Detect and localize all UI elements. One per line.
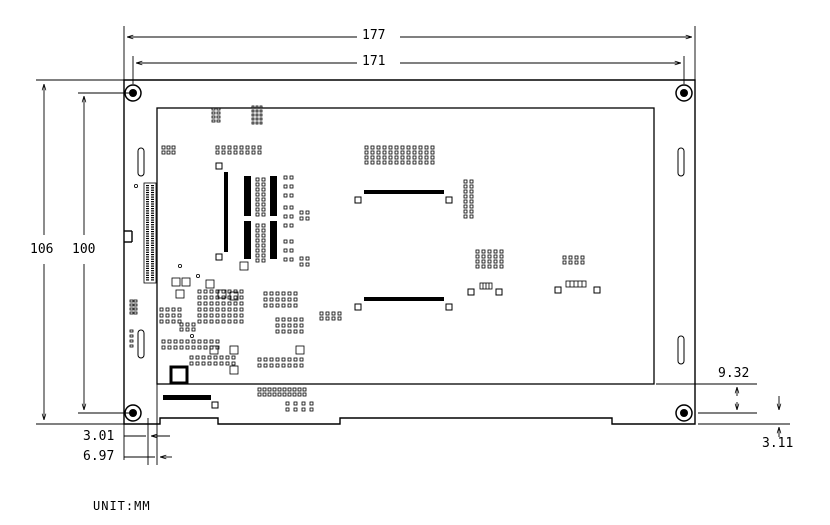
side-slots — [137, 147, 685, 365]
dimension-6-97: 6.97 — [83, 449, 115, 464]
dimension-9-32: 9.32 — [718, 366, 750, 381]
pcb-outline — [123, 79, 696, 425]
dimension-106: 106 — [30, 242, 54, 257]
connector-pads — [211, 162, 601, 409]
dimension-3-11: 3.11 — [762, 436, 794, 451]
fpc-connectors — [479, 280, 587, 290]
dimension-171: 171 — [362, 54, 386, 69]
connectors — [163, 172, 444, 400]
ic-chip — [169, 365, 189, 385]
mounting-hole-bottom-right — [675, 404, 693, 422]
active-area — [156, 107, 655, 385]
dimension-3-01: 3.01 — [83, 429, 115, 444]
smd-components — [129, 105, 585, 412]
dimension-177: 177 — [362, 28, 386, 43]
dimension-100: 100 — [72, 242, 96, 257]
dimension-lines — [36, 26, 790, 465]
pin-header — [143, 182, 157, 284]
mounting-hole-top-right — [675, 84, 693, 102]
unit-label: UNIT:MM — [93, 499, 151, 513]
